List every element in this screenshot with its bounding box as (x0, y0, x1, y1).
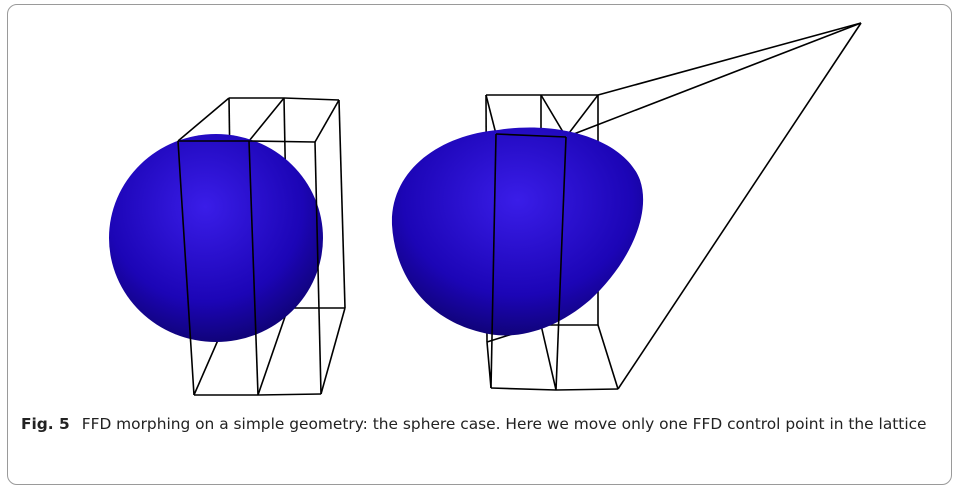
right-lattice-front (490, 22, 862, 391)
right-panel (391, 22, 862, 391)
left-sphere (109, 134, 323, 342)
left-lattice-front (177, 140, 322, 396)
left-panel (109, 97, 346, 396)
figure-caption-text: FFD morphing on a simple geometry: the s… (81, 415, 927, 433)
figure-caption: Fig. 5 FFD morphing on a simple geometry:… (21, 412, 939, 436)
ffd-figure (109, 22, 862, 396)
figure-label: Fig. 5 (21, 415, 70, 433)
right-sphere (391, 127, 644, 336)
